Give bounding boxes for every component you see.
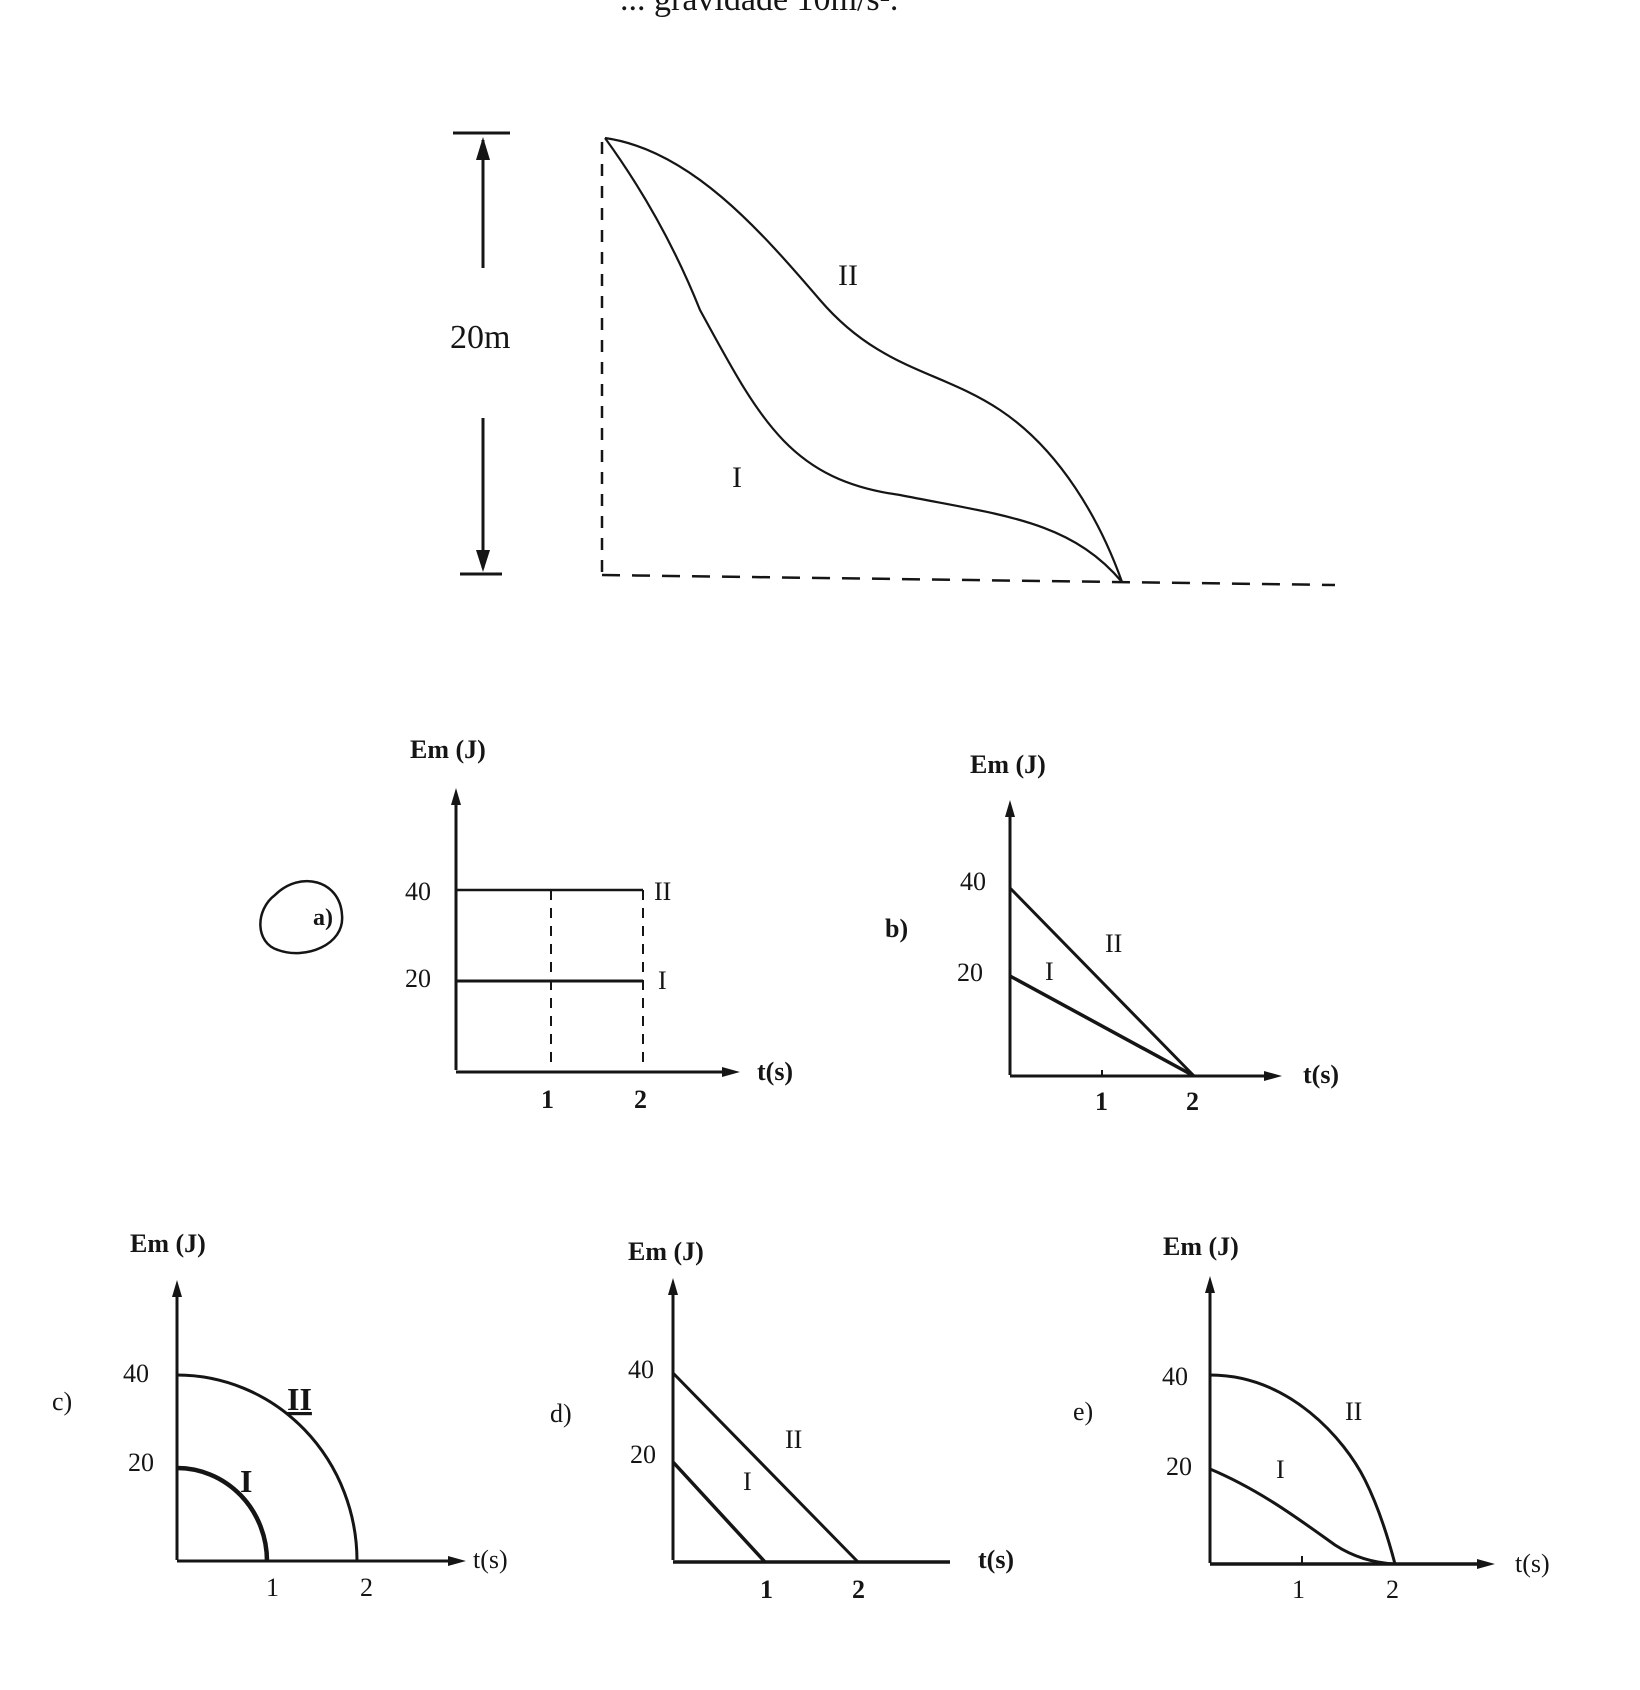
y-tick-label-d-20: 20	[630, 1440, 656, 1469]
x-tick-label-d-1: 1	[760, 1575, 773, 1604]
y-tick-label-e-40: 40	[1162, 1362, 1188, 1391]
series-label-b-2: II	[1105, 929, 1122, 958]
x-tick-label-b-1: 1	[1095, 1087, 1108, 1116]
series-label-a-1: I	[658, 966, 667, 995]
y-axis-label-b: Em (J)	[970, 750, 1046, 779]
x-tick-label-b-2: 2	[1186, 1087, 1199, 1116]
option-label-e: e)	[1073, 1397, 1093, 1426]
x-axis-arrow-c	[448, 1556, 466, 1566]
series-label-e-1: I	[1276, 1455, 1285, 1484]
series-curve-c-1	[176, 1465, 270, 1562]
x-axis-arrow-e	[1477, 1559, 1495, 1569]
y-tick-label-e-20: 20	[1166, 1452, 1192, 1481]
series-label-c-1: I	[240, 1463, 252, 1499]
x-axis-arrow-a	[722, 1067, 740, 1077]
x-tick-label-a-1: 1	[541, 1085, 554, 1114]
y-axis-arrow-b	[1005, 800, 1015, 817]
y-axis-arrow-d	[668, 1278, 678, 1295]
y-tick-label-c-20: 20	[128, 1448, 154, 1477]
ramp-diagram: 20m II I	[450, 131, 1336, 587]
series-label-a-2: II	[654, 877, 671, 906]
ramp-path-label-1: I	[732, 461, 742, 494]
series-label-d-2: II	[785, 1425, 802, 1454]
height-arrowhead-down	[476, 550, 490, 572]
y-axis-label-e: Em (J)	[1163, 1232, 1239, 1261]
x-tick-label-e-1: 1	[1292, 1575, 1305, 1604]
y-axis-label-c: Em (J)	[130, 1229, 206, 1258]
y-axis-arrow-a	[451, 788, 461, 805]
series-curve-e-1	[1209, 1467, 1396, 1566]
option-label-b: b)	[885, 914, 908, 943]
graph-option-e: e) Em (J) t(s) 40 20 1 2 II I	[1073, 1232, 1550, 1604]
ramp-path-2	[604, 136, 1124, 583]
height-arrowhead-up	[476, 137, 490, 160]
x-tick-label-c-2: 2	[360, 1573, 373, 1602]
y-tick-label-d-40: 40	[628, 1355, 654, 1384]
option-label-a: a)	[313, 905, 333, 931]
y-tick-label-c-40: 40	[123, 1359, 149, 1388]
ramp-path-label-2: II	[838, 259, 858, 292]
y-tick-label-b-40: 40	[960, 867, 986, 896]
option-label-d: d)	[550, 1399, 572, 1428]
graph-option-c: c) Em (J) t(s) 40 20 1 2 II I	[52, 1229, 508, 1602]
x-tick-label-e-2: 2	[1386, 1575, 1399, 1604]
ground-dashed-line	[601, 573, 1336, 587]
x-tick-label-c-1: 1	[266, 1573, 279, 1602]
series-line-b-1	[1009, 974, 1195, 1078]
x-axis-label-e: t(s)	[1515, 1549, 1550, 1578]
y-tick-label-a-40: 40	[405, 877, 431, 906]
series-line-b-2	[1008, 886, 1196, 1078]
ramp-path-1	[604, 137, 1123, 583]
series-label-e-2: II	[1345, 1397, 1362, 1426]
graph-option-a: a) Em (J) t(s) 40 20 1 2 II I	[259, 735, 793, 1114]
x-tick-label-d-2: 2	[852, 1575, 865, 1604]
series-line-d-1	[671, 1460, 767, 1564]
y-axis-arrow-e	[1205, 1276, 1215, 1293]
x-axis-arrow-b	[1264, 1071, 1282, 1081]
series-curve-c-2	[176, 1373, 359, 1562]
x-axis-label-d: t(s)	[978, 1545, 1014, 1574]
option-label-c: c)	[52, 1387, 72, 1416]
x-axis-label-b: t(s)	[1303, 1060, 1339, 1089]
graph-option-b: b) Em (J) t(s) 40 20 1 2 II I	[885, 750, 1339, 1116]
y-tick-label-b-20: 20	[957, 958, 983, 987]
x-tick-label-a-2: 2	[634, 1085, 647, 1114]
series-label-b-1: I	[1045, 957, 1054, 986]
x-axis-label-a: t(s)	[757, 1057, 793, 1086]
y-axis-label-a: Em (J)	[410, 735, 486, 764]
x-axis-label-c: t(s)	[473, 1545, 508, 1574]
height-label: 20m	[450, 319, 510, 356]
series-curve-e-2	[1209, 1373, 1397, 1565]
cropped-header-text: ... gravidade 10m/s².	[620, 0, 898, 18]
y-axis-label-d: Em (J)	[628, 1237, 704, 1266]
series-label-d-1: I	[743, 1467, 752, 1496]
y-tick-label-a-20: 20	[405, 964, 431, 993]
series-line-d-2	[671, 1371, 860, 1564]
series-label-c-2: II	[287, 1381, 312, 1417]
graph-option-d: d) Em (J) t(s) 40 20 1 2 II I	[550, 1237, 1014, 1604]
answer-circle-mark	[259, 879, 344, 955]
y-axis-arrow-c	[172, 1280, 182, 1297]
